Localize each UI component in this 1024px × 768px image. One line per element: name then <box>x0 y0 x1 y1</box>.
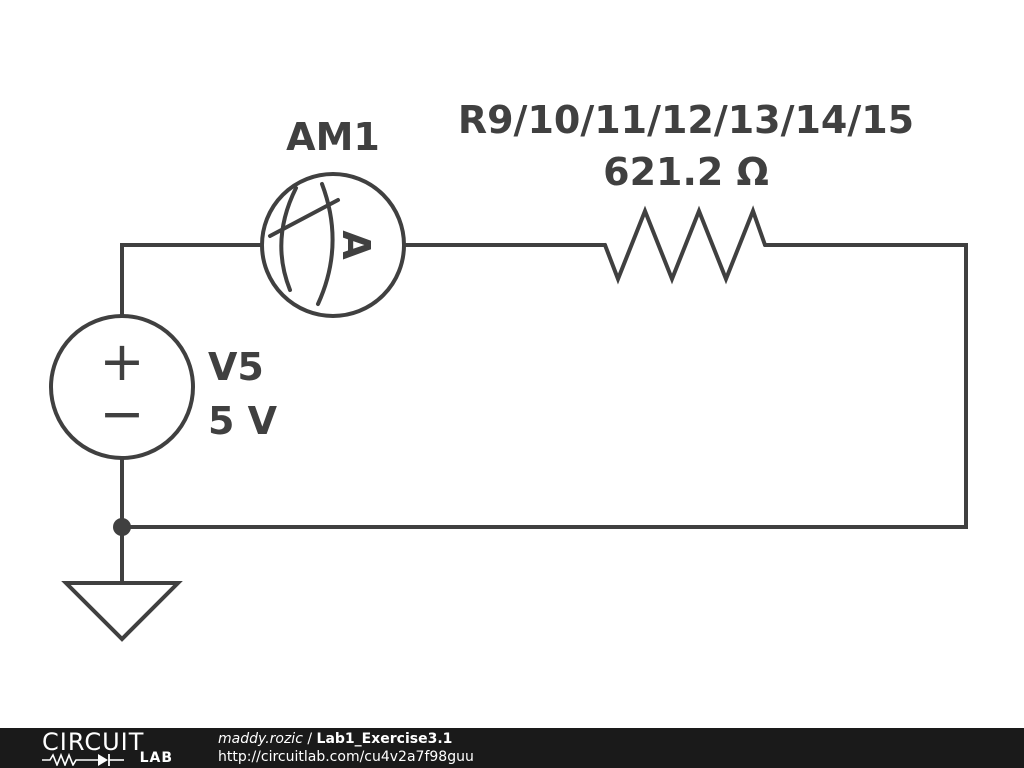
circuitlab-logo[interactable]: CIRCUIT LAB <box>42 730 177 766</box>
footer-bar: CIRCUIT LAB maddy.rozic / Lab1_Exercise3… <box>0 728 1024 768</box>
ammeter-body <box>260 172 406 318</box>
wire-source-to-ammeter <box>120 243 263 317</box>
resistor-value: 621.2 Ω <box>603 150 769 194</box>
voltage-source-plus: + <box>99 330 144 393</box>
voltage-source-v5: + − <box>49 314 195 460</box>
voltage-source-body <box>49 314 195 460</box>
logo-resistor-diode-icon <box>42 752 124 766</box>
source-value: 5 V <box>208 399 278 443</box>
logo-text-lab: LAB <box>139 750 173 766</box>
voltage-source-minus: − <box>99 382 144 445</box>
ammeter-am1: A <box>260 172 406 318</box>
ammeter-letter: A <box>334 230 378 260</box>
author-link[interactable]: maddy.rozic <box>218 731 303 747</box>
wire-resistor-return <box>120 243 968 529</box>
circuit-attribution: maddy.rozic / Lab1_Exercise3.1 <box>218 731 452 747</box>
circuit-url-link[interactable]: http://circuitlab.com/cu4v2a7f98guu <box>218 749 474 765</box>
ammeter-label: AM1 <box>286 115 380 159</box>
logo-text-circuit: CIRCUIT <box>42 728 145 756</box>
circuit-title-link[interactable]: Lab1_Exercise3.1 <box>316 731 453 747</box>
attribution-separator: / <box>302 731 317 747</box>
junction-node <box>113 518 131 536</box>
resistor-zigzag-icon <box>603 205 767 285</box>
wires <box>120 243 968 585</box>
resistor-label: R9/10/11/12/13/14/15 <box>458 98 914 142</box>
ground-icon <box>61 581 183 642</box>
source-label: V5 <box>208 345 264 389</box>
ammeter-needle-icon <box>268 182 340 306</box>
schematic-diagram: + − V5 5 V A AM1 R9/10/11/12/13/14/15 62… <box>49 98 968 642</box>
